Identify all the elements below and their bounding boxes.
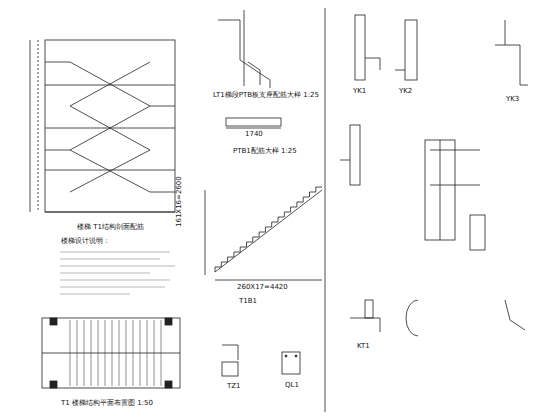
part-label: T1B1: [238, 298, 258, 305]
notes-heading: 楼梯设计说明：: [60, 238, 111, 245]
plan-title: T1 楼梯结构平面布置图 1:50: [60, 400, 154, 407]
detail-label: KT1: [356, 343, 371, 350]
part-label: TZ1: [226, 383, 242, 390]
dimension: 260X17=4420: [236, 284, 289, 291]
dimension: 1740: [244, 131, 264, 138]
dimension: 161X16=2600: [176, 175, 183, 228]
detail-title: PTB1配筋大样 1:25: [232, 148, 298, 155]
detail-label: YK1: [352, 88, 367, 95]
section-title: 楼梯 T1结构剖面配筋: [76, 224, 145, 231]
detail-title: LT1梯段PTB板支座配筋大样 1:25: [212, 92, 320, 99]
detail-label: YK2: [398, 88, 413, 95]
detail-label: YK3: [505, 96, 520, 103]
part-label: QL1: [284, 382, 300, 389]
